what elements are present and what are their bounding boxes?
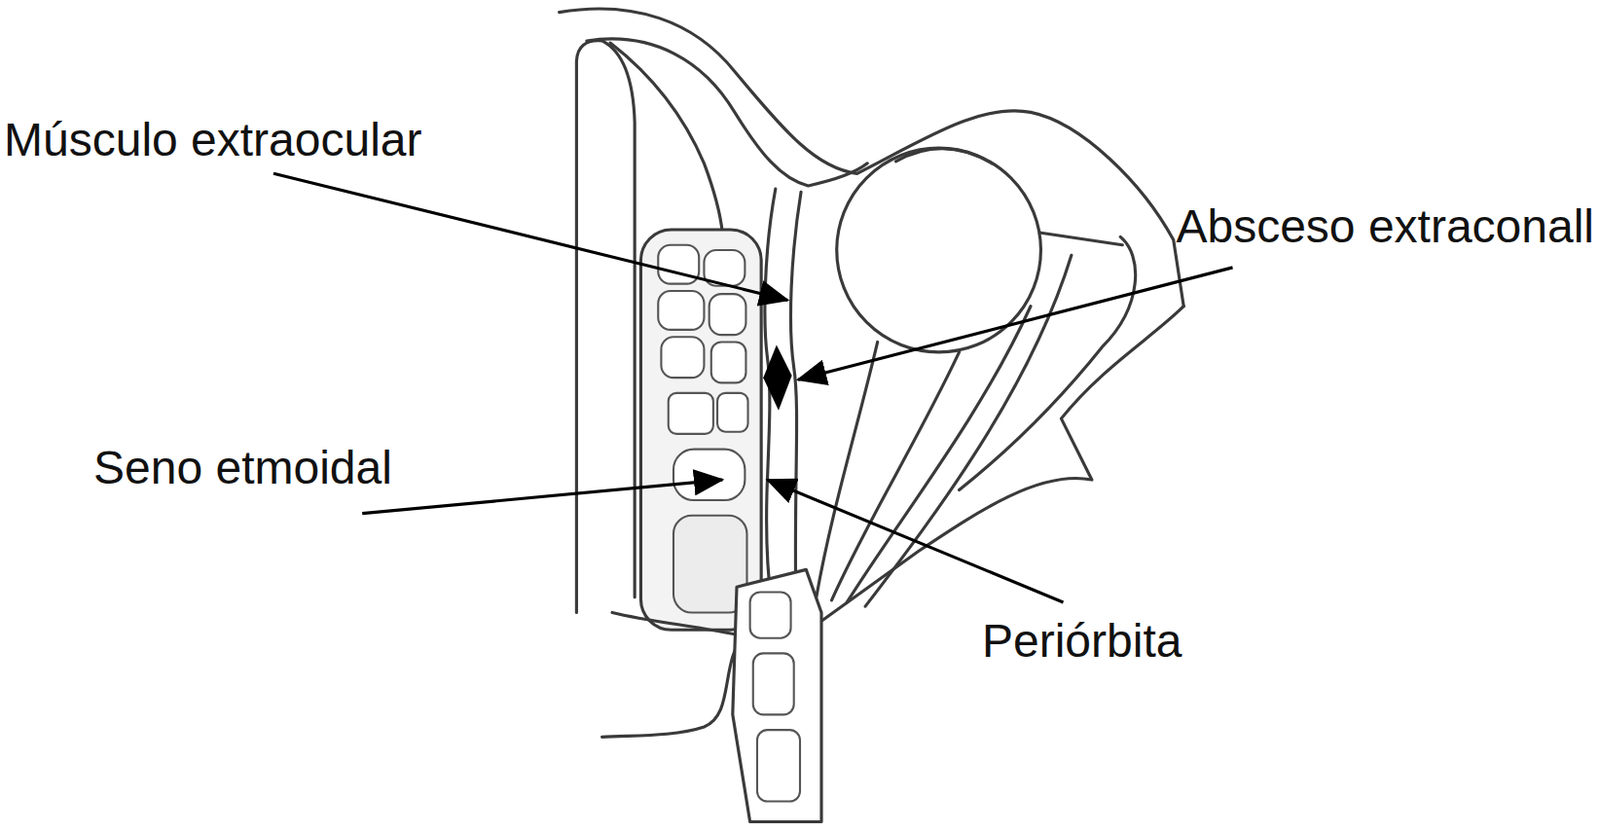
leader-line [766, 479, 1063, 603]
globe [836, 147, 1042, 353]
muscle [832, 352, 960, 601]
lower-bone [612, 612, 751, 638]
part-label: Absceso extraconall [1175, 203, 1595, 251]
leader-line [273, 173, 788, 300]
muscle [816, 341, 878, 597]
leader-line [798, 267, 1234, 380]
muscle [865, 254, 1072, 607]
nasal-structure [610, 42, 723, 233]
medial-rectus [790, 191, 801, 603]
leader-line [362, 479, 723, 514]
cornea [896, 148, 993, 164]
lower-bone [732, 569, 822, 822]
lower-bone [602, 632, 746, 737]
orbital-roof [586, 38, 868, 186]
part-label: Seno etmoidal [93, 444, 393, 492]
muscle [846, 306, 1031, 603]
muscle [1040, 232, 1123, 246]
part-label: Músculo extraocular [3, 116, 423, 164]
nasal-structure [576, 40, 635, 614]
abscess [763, 345, 792, 411]
part-label: Periórbita [981, 618, 1182, 665]
